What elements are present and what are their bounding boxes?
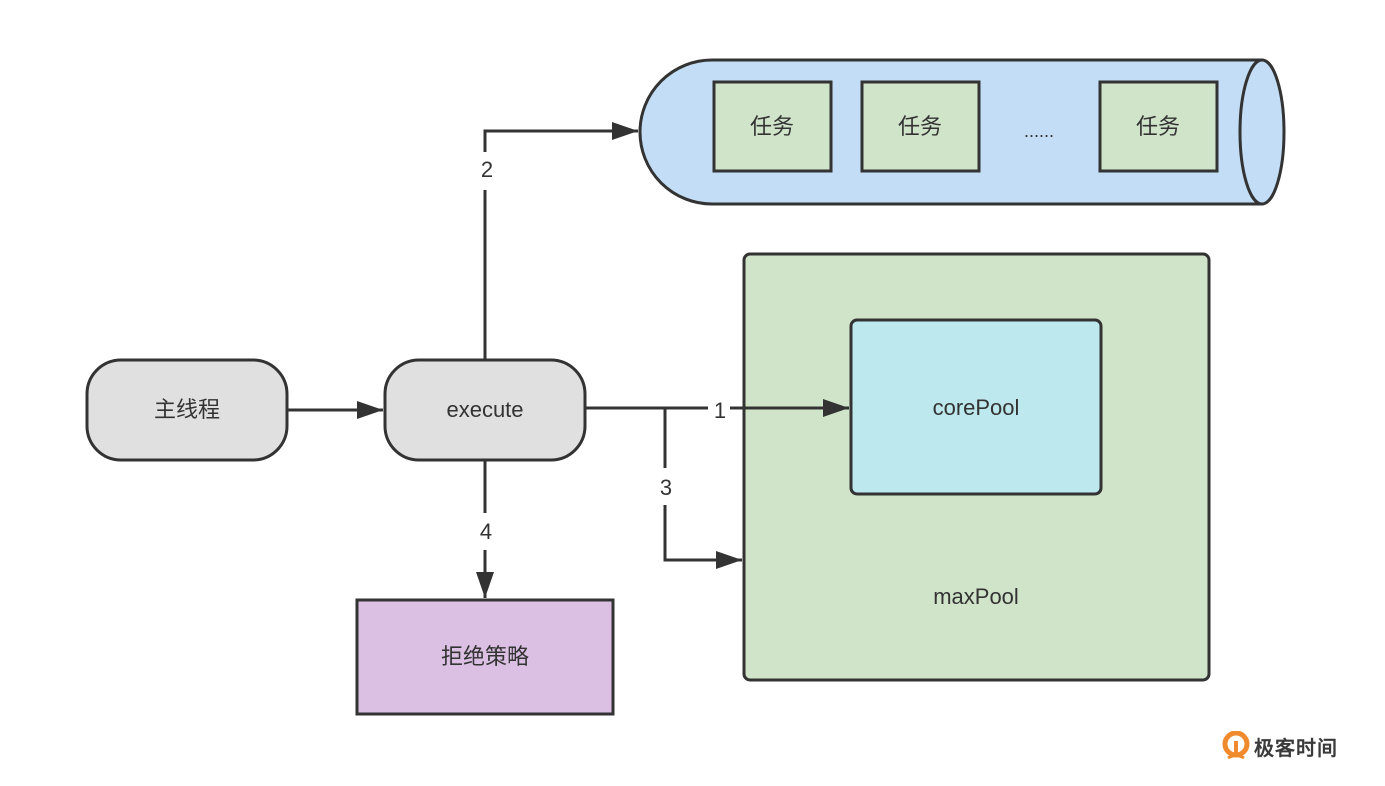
queue-end-cap xyxy=(1238,58,1286,206)
task-label: 任务 xyxy=(1136,114,1180,139)
core-pool-box xyxy=(849,318,1103,496)
edge-4-label: 4 xyxy=(480,519,492,544)
edge-3-to-max-pool-tail xyxy=(663,505,742,569)
watermark: 极客时间 xyxy=(1222,731,1338,761)
main-thread-label: 主线程 xyxy=(154,397,220,422)
geektime-logo-icon xyxy=(1222,731,1250,760)
task-queue: 任务 任务 ...... 任务 xyxy=(638,58,1286,206)
execute-node: execute xyxy=(383,358,587,462)
core-pool-label: corePool xyxy=(933,395,1020,420)
reject-policy-node: 拒绝策略 xyxy=(355,598,615,716)
edge-2-to-queue-tail xyxy=(483,122,638,152)
main-thread-node: 主线程 xyxy=(85,358,289,462)
task-box xyxy=(860,80,981,173)
execute-label: execute xyxy=(446,397,523,422)
reject-policy-box xyxy=(355,598,615,716)
edge-1-label: 1 xyxy=(714,398,726,423)
core-pool: corePool xyxy=(849,318,1103,496)
edge-3-label: 3 xyxy=(660,475,672,500)
edge-2-label: 2 xyxy=(481,157,493,182)
task-box xyxy=(712,80,833,173)
task-label: 任务 xyxy=(750,114,794,139)
reject-policy-label: 拒绝策略 xyxy=(441,644,529,669)
max-pool-label: maxPool xyxy=(933,584,1019,609)
task-box xyxy=(1098,80,1219,173)
task-label: 任务 xyxy=(898,114,942,139)
watermark-text: 极客时间 xyxy=(1254,735,1338,760)
queue-ellipsis: ...... xyxy=(1024,121,1054,141)
